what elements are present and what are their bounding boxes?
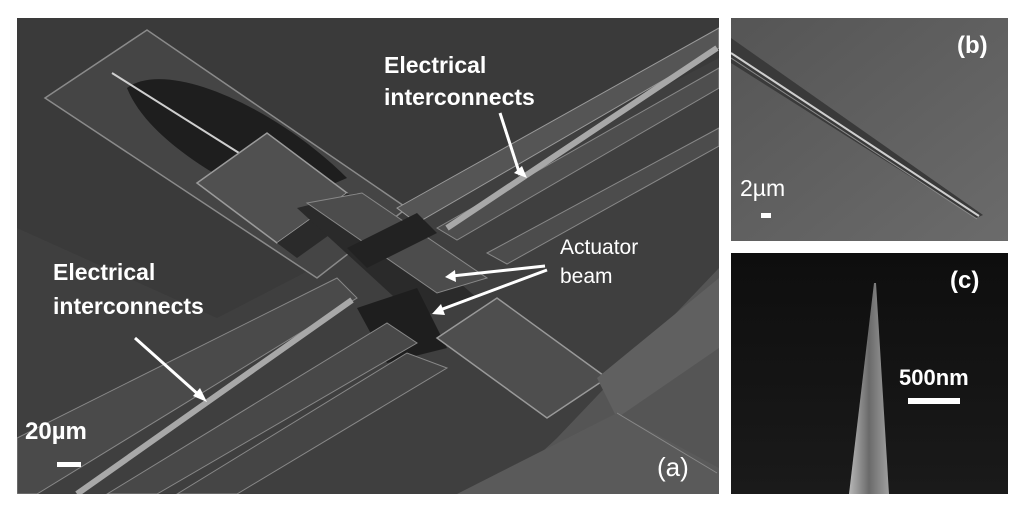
panel-c-scale-bar	[908, 398, 960, 404]
panel-b-scale-bar	[761, 213, 771, 218]
panel-a-label: (a)	[657, 452, 689, 482]
panel-c-sem-image	[731, 253, 1008, 494]
panel-c-scale-label: 500nm	[899, 365, 969, 390]
panel-b-scale-label: 2µm	[740, 175, 786, 201]
panel-b-label: (b)	[957, 32, 988, 59]
panel-a-scale-bar	[57, 462, 81, 467]
annotation-bottom-interconnects-line2: interconnects	[53, 293, 204, 319]
panel-a-sem-image	[17, 18, 719, 494]
panel-b: (b) 2µm	[731, 18, 1008, 241]
annotation-actuator-line2: beam	[560, 265, 613, 288]
panel-c: (c) 500nm	[731, 253, 1008, 494]
annotation-top-electrical-line1: Electrical	[384, 52, 487, 78]
panel-a: Electrical interconnects Electrical inte…	[17, 18, 719, 494]
annotation-top-interconnects-line2: interconnects	[384, 84, 535, 110]
annotation-bottom-electrical-line1: Electrical	[53, 259, 156, 285]
panel-c-label: (c)	[950, 267, 980, 294]
panel-b-sem-image	[731, 18, 1008, 241]
panel-a-scale-label: 20µm	[25, 418, 87, 445]
annotation-actuator-line1: Actuator	[560, 236, 639, 259]
